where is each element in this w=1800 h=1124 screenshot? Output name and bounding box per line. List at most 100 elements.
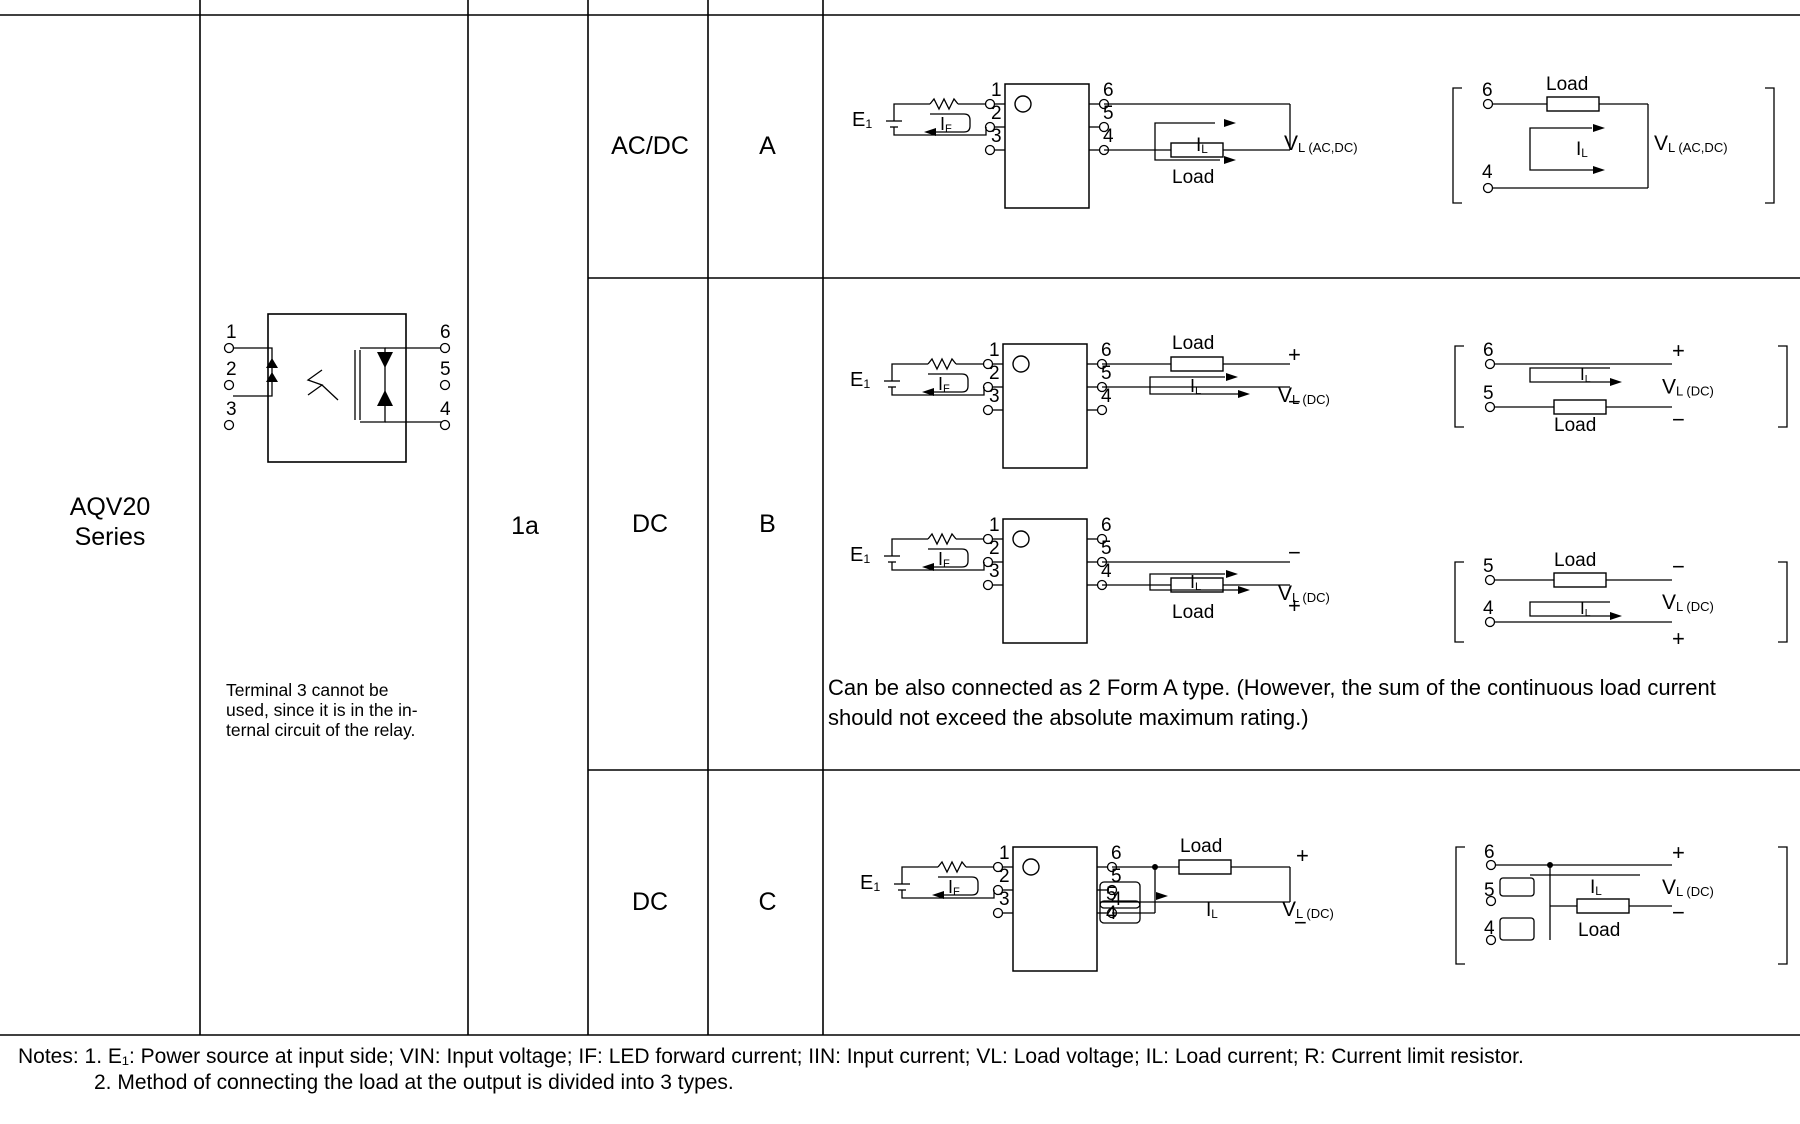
resistor-icon [937, 860, 967, 874]
pin-number: 6 [1111, 843, 1122, 864]
resistor-icon [927, 532, 957, 546]
bracket [1452, 87, 1462, 204]
e1-label: E1 [860, 872, 880, 894]
series-label: AQV20 Series [69, 493, 151, 551]
minus-sign: − [1672, 554, 1685, 579]
il-label: IL [1190, 376, 1201, 397]
vl-label: VL (AC,DC) [1284, 132, 1358, 155]
e1-label: E1 [850, 544, 870, 566]
pin-number: 1 [991, 80, 1002, 101]
minus-sign: − [1672, 407, 1685, 432]
pin-number: 4 [1103, 126, 1114, 147]
terminal-icon [984, 144, 996, 156]
terminal-icon [1485, 934, 1497, 946]
terminal-icon [982, 404, 994, 416]
pin-number: 4 [440, 399, 451, 420]
form-label: 1a [511, 512, 539, 540]
pin-number: 5 [1101, 363, 1112, 384]
load-resistor-icon [1546, 96, 1600, 112]
arrow-icon [1224, 119, 1236, 127]
if-label: IF [938, 374, 950, 395]
terminal-3-note: Terminal 3 cannot be used, since it is i… [226, 680, 418, 740]
pin-number: 4 [1483, 598, 1494, 619]
load-type-a: AC/DC [611, 132, 689, 160]
minus-sign: − [1288, 540, 1301, 565]
terminal-icon [223, 419, 235, 431]
load-resistor-icon [1553, 399, 1607, 415]
bracket [1454, 561, 1464, 643]
pin-number: 6 [1482, 80, 1493, 101]
minus-sign: − [1288, 389, 1301, 414]
arrow-icon [1224, 156, 1236, 164]
vl-label: VL (DC) [1662, 876, 1714, 899]
load-resistor-icon [1170, 577, 1224, 593]
il-label: IL [1576, 139, 1588, 160]
pin1-mark-icon [1012, 530, 1030, 548]
load-resistor-icon [1553, 572, 1607, 588]
resistor-icon [929, 97, 959, 111]
plus-sign: + [1296, 843, 1309, 868]
arrow-icon [1593, 166, 1605, 174]
load-label: Load [1554, 415, 1596, 436]
terminal-icon [439, 419, 451, 431]
pin-number: 3 [991, 126, 1002, 147]
table-grid [0, 0, 1800, 1036]
vl-label: VL (AC,DC) [1654, 132, 1728, 155]
light-arrow-icon [306, 369, 339, 401]
pin-number: 6 [1103, 80, 1114, 101]
form-a-note: Can be also connected as 2 Form A type. … [828, 675, 1716, 730]
terminal-icon [1096, 404, 1108, 416]
load-label: Load [1172, 333, 1214, 354]
il-label: IL [1190, 572, 1201, 593]
pin-number: 5 [1484, 880, 1495, 901]
e1-label: E1 [850, 369, 870, 391]
vl-label: VL (DC) [1278, 384, 1330, 407]
load-type-b: DC [631, 510, 669, 538]
load-resistor-icon [1576, 898, 1630, 914]
pin-number: 6 [440, 322, 451, 343]
pin-number: 6 [1101, 340, 1112, 361]
load-label: Load [1172, 602, 1214, 623]
pin-number: 2 [991, 103, 1002, 124]
pin-number: 4 [1482, 162, 1493, 183]
led-icon [233, 347, 278, 397]
pin-number: 3 [999, 889, 1010, 910]
terminal-icon [1106, 884, 1118, 896]
arrow-icon [922, 563, 934, 571]
pin-number: 4 [1101, 386, 1112, 407]
arrow-icon [1238, 390, 1250, 398]
arrow-icon [1593, 124, 1605, 132]
plus-sign: + [1672, 840, 1685, 865]
arrow-icon [924, 128, 936, 136]
notes-line-2: 2. Method of connecting the load at the … [94, 1071, 734, 1094]
load-label: Load [1172, 167, 1214, 188]
pin-number: 4 [1111, 889, 1122, 910]
pin-number: 5 [440, 359, 451, 380]
pin-number: 1 [989, 340, 1000, 361]
if-label: IF [948, 877, 960, 898]
pin-number: 2 [226, 359, 237, 380]
pin-number: 4 [1484, 918, 1495, 939]
terminal-icon [439, 342, 451, 354]
vl-label: VL (DC) [1278, 582, 1330, 605]
bracket [1778, 345, 1788, 428]
terminal-icon [1485, 895, 1497, 907]
pin-number: 6 [1483, 340, 1494, 361]
bracket [1454, 345, 1464, 428]
resistor-icon [927, 357, 957, 371]
il-label: IL [1580, 599, 1591, 619]
terminal-icon [1098, 121, 1110, 133]
bracket [1765, 87, 1775, 204]
pin-number: 3 [989, 386, 1000, 407]
